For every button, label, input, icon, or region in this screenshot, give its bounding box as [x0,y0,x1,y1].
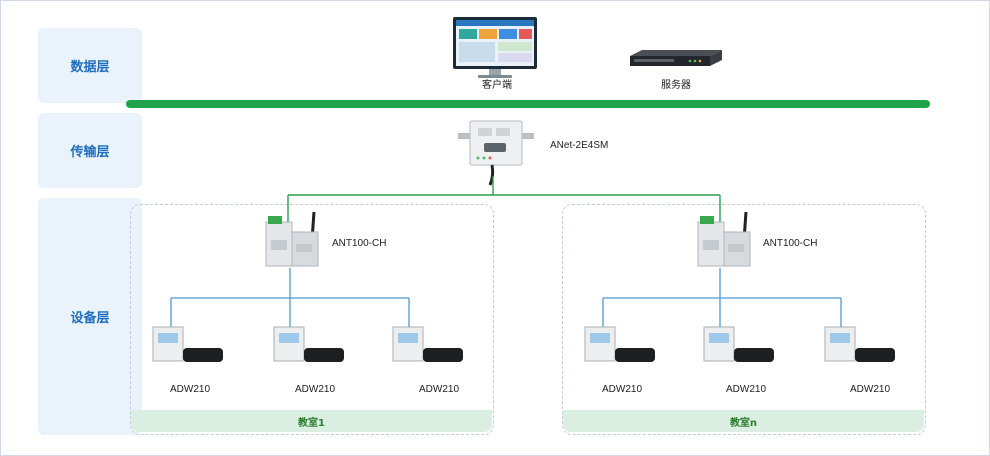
server-label: 服务器 [661,80,691,91]
meter-label-n-2: ADW210 [726,384,767,395]
layer-data-label: 数据层 [70,60,110,75]
classroom-footer-1-label: 教室1 [298,417,325,429]
meter-icon-1-2 [273,326,344,362]
meter-icon-1-3 [392,326,463,362]
classroom-footer-n: 教室n [563,410,924,432]
gateway-links [287,176,721,222]
meter-icon-n-2 [703,326,774,362]
layer-transport: 传输层 [38,113,142,188]
classroom-group-1 [130,204,494,435]
meter-label-1-1: ADW210 [170,384,211,395]
meter-label-1-2: ADW210 [295,384,336,395]
meter-label-1-3: ADW210 [419,384,460,395]
layer-device: 设备层 [38,198,142,435]
meter-icon-n-3 [824,326,895,362]
layer-transport-label: 传输层 [70,145,110,160]
server-icon [630,50,722,66]
gateway-label: ANet-2E4SM [550,140,609,151]
layer-device-label: 设备层 [70,311,110,326]
collector-label-1: ANT100-CH [332,238,387,249]
classroom-footer-n-label: 教室n [729,417,758,429]
classroom-footer-1: 教室1 [131,410,492,432]
rs485-links-n [602,268,842,330]
meter-icon-n-1 [584,326,655,362]
classroom-group-n [562,204,926,435]
lan-label: LAN [489,94,504,102]
client-computer-icon [453,17,537,78]
gateway-icon [458,120,534,186]
client-label: 客户端 [482,80,512,91]
collector-icon-2 [697,211,751,267]
collector-label-n: ANT100-CH [763,238,818,249]
collector-icon-1 [265,211,319,267]
rs485-links-1 [170,268,410,330]
layer-data: 数据层 [38,28,142,103]
meter-label-n-3: ADW210 [850,384,891,395]
meter-icon-1-1 [152,326,223,362]
meter-label-n-1: ADW210 [602,384,643,395]
